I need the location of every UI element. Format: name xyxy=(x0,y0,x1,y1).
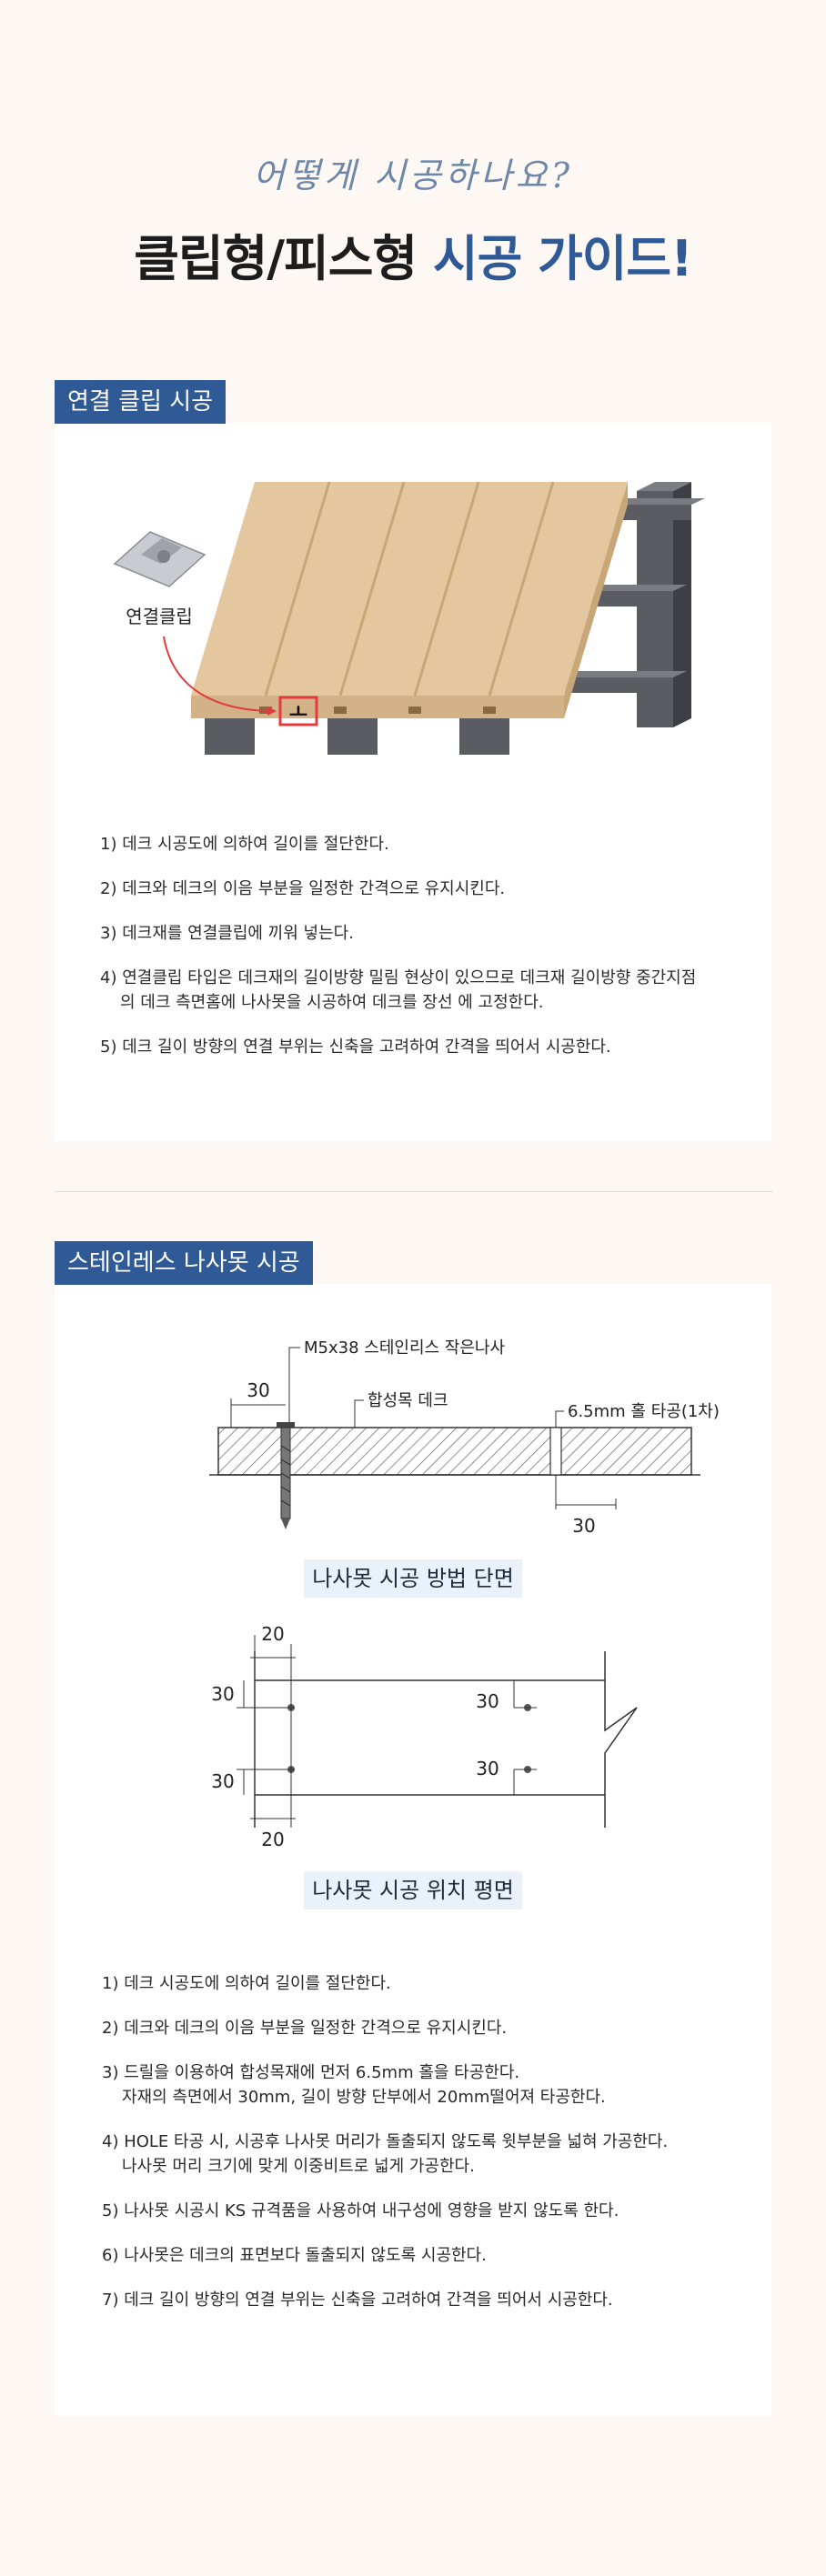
clip-step: 2) 데크와 데크의 이음 부분을 일정한 간격으로 유지시킨다. xyxy=(100,879,506,898)
deck-board-section xyxy=(217,1427,692,1476)
clip-label: 연결클립 xyxy=(126,606,193,627)
svg-text:30: 30 xyxy=(211,1770,234,1792)
clip-highlight-box xyxy=(278,696,318,727)
screw-step: 6) 나사못은 데크의 표면보다 돌출되지 않도록 시공한다. xyxy=(102,2246,487,2265)
svg-text:30: 30 xyxy=(572,1515,595,1537)
svg-text:6.5mm 홀 타공(1차): 6.5mm 홀 타공(1차) xyxy=(568,1402,720,1421)
svg-text:20: 20 xyxy=(261,1829,284,1850)
screw-section-tag: 스테인레스 나사못 시공 xyxy=(55,1241,313,1285)
screw-step: 4) HOLE 타공 시, 시공후 나사못 머리가 돌출되지 않도록 윗부분을 … xyxy=(102,2132,669,2176)
clip-step: 3) 데크재를 연결클립에 끼워 넣는다. xyxy=(100,924,354,943)
screw-section-diagram: M5x38 스테인리스 작은나사 합성목 데크 6.5mm 홀 타공(1차) 3… xyxy=(209,1338,720,1537)
hero-subtitle: 어떻게 시공하나요? xyxy=(252,155,574,195)
clip-steps: 1) 데크 시공도에 의하여 길이를 절단한다. 2) 데크와 데크의 이음 부… xyxy=(100,832,696,1079)
clip-icon xyxy=(113,531,206,587)
svg-text:30: 30 xyxy=(211,1683,234,1705)
clip-step: 4) 연결클립 타입은 데크재의 길이방향 밀림 현상이 있으므로 데크재 길이… xyxy=(100,968,697,1012)
screw-icon xyxy=(277,1422,295,1529)
screw-step: 1) 데크 시공도에 의하여 길이를 절단한다. xyxy=(102,1974,391,1993)
hero-title-blue: 시공 가이드! xyxy=(432,230,693,287)
deck-clip-illustration: ㅗ 연결클립 xyxy=(113,481,705,755)
screw-steps: 1) 데크 시공도에 의하여 길이를 절단한다. 2) 데크와 데크의 이음 부… xyxy=(102,1971,668,2332)
svg-text:합성목 데크: 합성목 데크 xyxy=(368,1391,448,1410)
svg-text:30: 30 xyxy=(476,1758,499,1779)
clip-step: 5) 데크 길이 방향의 연결 부위는 신축을 고려하여 간격을 띄어서 시공한… xyxy=(100,1037,611,1057)
hero: 어떻게 시공하나요? 클립형/피스형 시공 가이드! xyxy=(0,0,826,382)
front-joists xyxy=(205,718,509,755)
hero-title-dark: 클립형/피스형 xyxy=(134,230,418,287)
plan-diagram-caption: 나사못 시공 위치 평면 xyxy=(304,1871,522,1909)
svg-text:M5x38 스테인리스 작은나사: M5x38 스테인리스 작은나사 xyxy=(304,1338,505,1358)
screw-plan-diagram: 20 20 30 30 30 30 xyxy=(211,1623,638,1850)
svg-text:ㅗ: ㅗ xyxy=(289,702,307,725)
hero-title: 클립형/피스형 시공 가이드! xyxy=(0,218,826,290)
deck-boards xyxy=(191,481,628,718)
screw-step: 5) 나사못 시공시 KS 규격품을 사용하여 내구성에 영향을 받지 않도록 … xyxy=(102,2201,620,2220)
section-divider xyxy=(55,1191,773,1192)
section-diagram-caption: 나사못 시공 방법 단면 xyxy=(304,1559,522,1598)
screw-step: 7) 데크 길이 방향의 연결 부위는 신축을 고려하여 간격을 띄어서 시공한… xyxy=(102,2290,613,2310)
clip-arrow xyxy=(163,636,276,712)
screw-step: 2) 데크와 데크의 이음 부분을 일정한 간격으로 유지시킨다. xyxy=(102,2019,508,2038)
screw-step: 3) 드릴을 이용하여 합성목재에 먼저 6.5mm 홀을 타공한다. 자재의 … xyxy=(102,2063,606,2107)
clip-step: 1) 데크 시공도에 의하여 길이를 절단한다. xyxy=(100,835,389,854)
clip-section-tag: 연결 클립 시공 xyxy=(55,380,227,424)
svg-text:30: 30 xyxy=(247,1379,269,1401)
svg-text:20: 20 xyxy=(261,1623,284,1645)
svg-text:30: 30 xyxy=(476,1690,499,1712)
